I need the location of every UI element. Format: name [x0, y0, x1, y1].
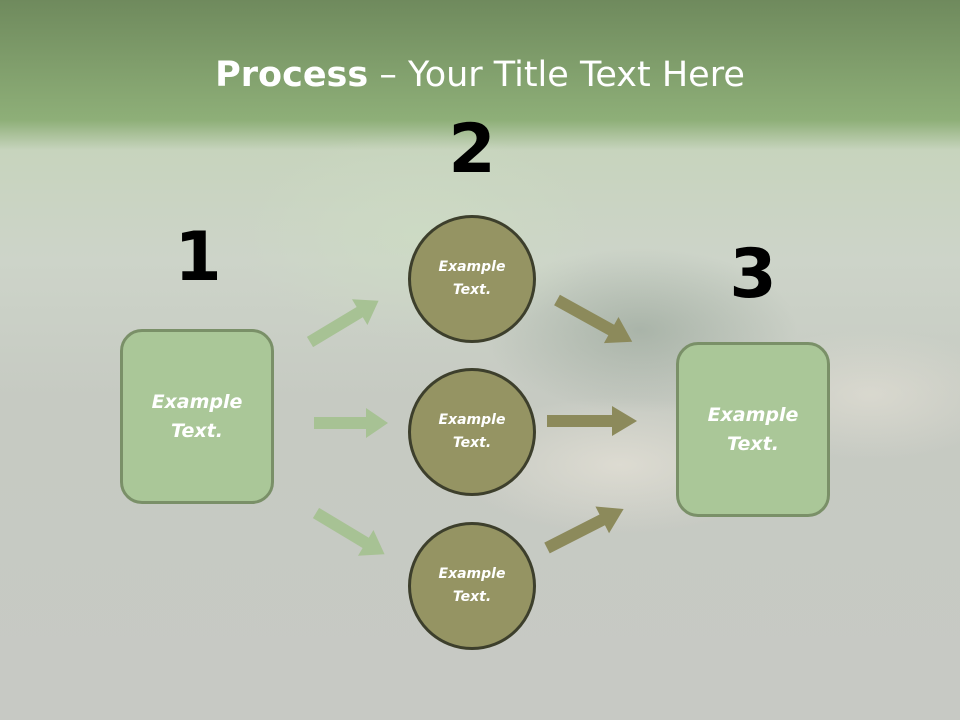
- step-number-2: 2: [448, 110, 496, 189]
- step-2-circle-bottom: Example Text.: [408, 522, 536, 650]
- title-bold: Process: [215, 55, 369, 95]
- step-2-circle-middle-text: Example Text.: [438, 412, 506, 451]
- arrow-left-mid: [314, 408, 388, 438]
- arrow-right-down: [554, 294, 633, 344]
- step-1-box: Example Text.: [120, 329, 274, 504]
- step-2-circle-top-text: Example Text.: [438, 259, 506, 298]
- arrow-right-up: [544, 506, 624, 554]
- arrow-left-down: [312, 507, 385, 556]
- step-3-box: Example Text.: [676, 342, 830, 517]
- step-2-circle-middle: Example Text.: [408, 368, 536, 496]
- step-number-1: 1: [174, 218, 222, 297]
- arrow-left-up: [306, 299, 379, 348]
- step-1-box-text: Example Text.: [151, 390, 243, 442]
- step-2-circle-bottom-text: Example Text.: [438, 566, 506, 605]
- slide-title: Process – Your Title Text Here: [0, 52, 960, 98]
- arrow-right-mid: [547, 406, 637, 436]
- step-number-3: 3: [729, 235, 777, 314]
- step-3-box-text: Example Text.: [707, 403, 799, 455]
- step-2-circle-top: Example Text.: [408, 215, 536, 343]
- title-rest: – Your Title Text Here: [368, 55, 745, 95]
